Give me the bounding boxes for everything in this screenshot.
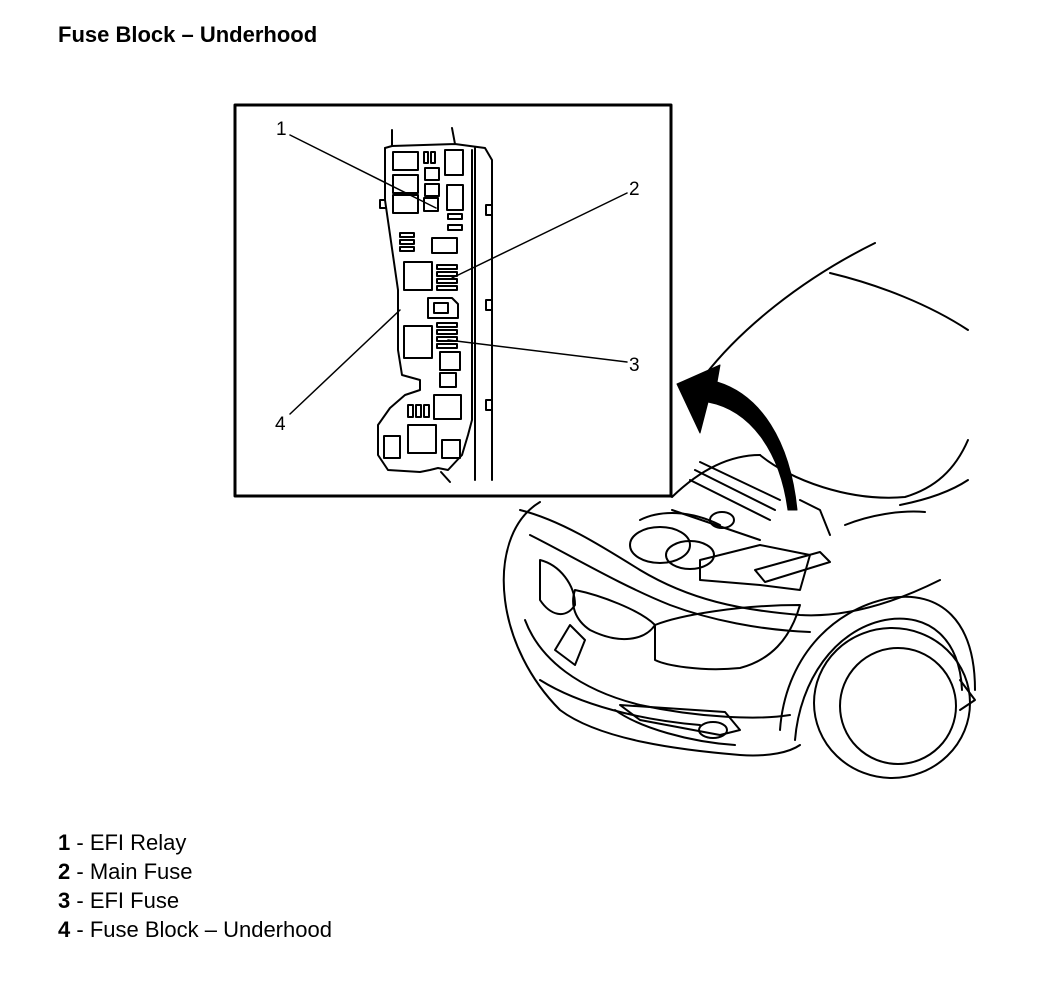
callout-leaders — [289, 134, 628, 415]
fuse-block-drawing — [377, 127, 493, 483]
legend-item: 3 - EFI Fuse — [58, 888, 180, 913]
callout-4: 4 — [275, 414, 286, 435]
hood-lift-arrow — [676, 364, 798, 511]
callout-1: 1 — [276, 119, 287, 140]
legend-item: 1 - EFI Relay — [58, 830, 187, 855]
diagram-title: Fuse Block – Underhood — [58, 22, 318, 47]
inset-frame — [233, 103, 673, 498]
legend-item: 2 - Main Fuse — [58, 859, 193, 884]
callout-2: 2 — [629, 179, 640, 200]
legend-item: 4 - Fuse Block – Underhood — [58, 917, 332, 942]
vehicle-drawing — [502, 242, 976, 779]
legend: 1 - EFI Relay 2 - Main Fuse 3 - EFI Fuse… — [58, 828, 332, 944]
callout-3: 3 — [629, 355, 640, 376]
